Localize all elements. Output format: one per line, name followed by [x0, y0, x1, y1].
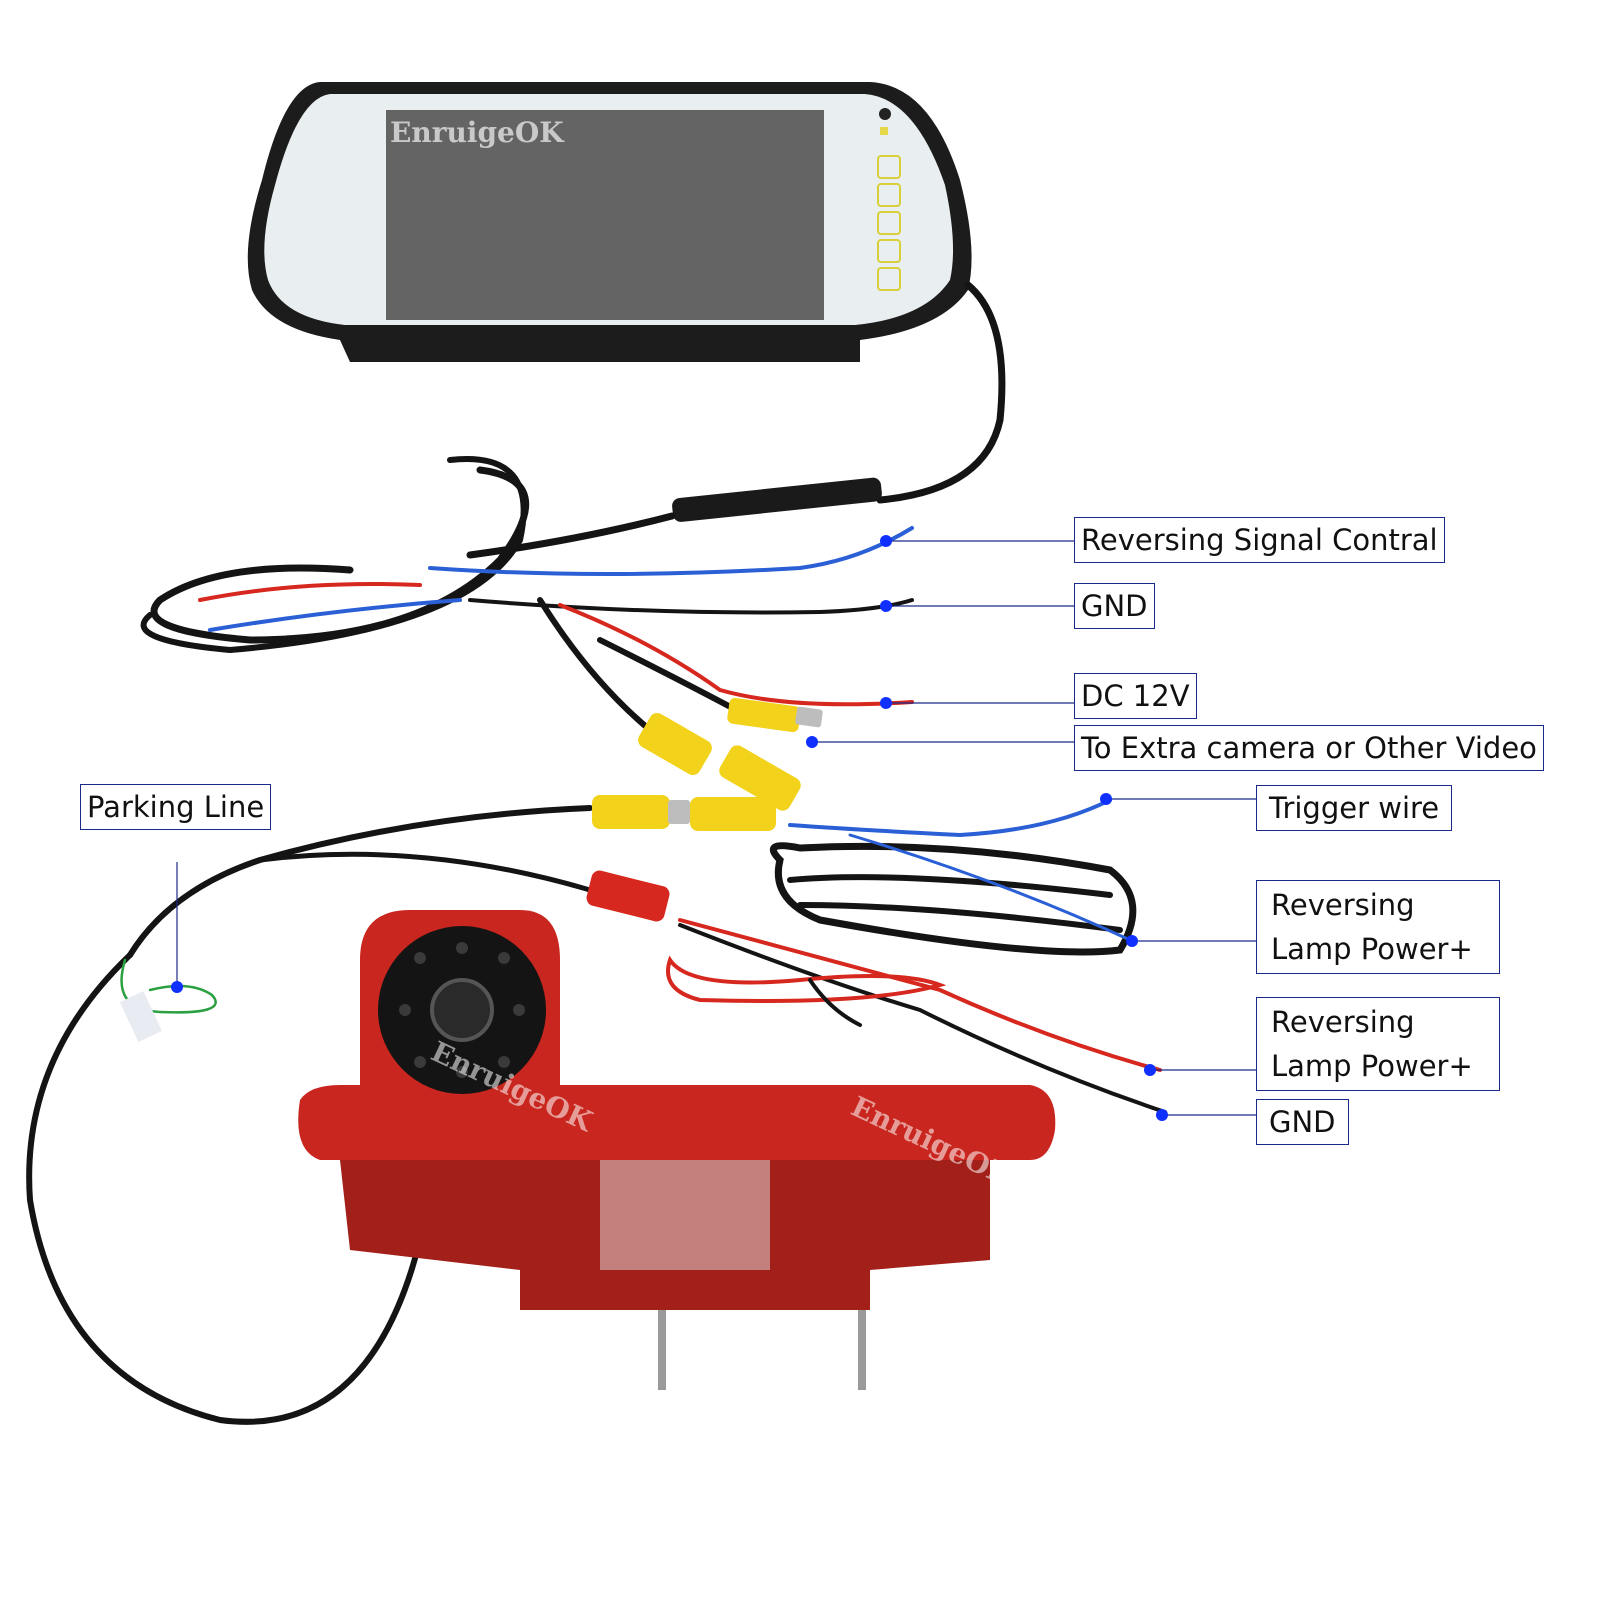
label-gnd-bottom: GND — [1256, 1099, 1349, 1145]
label-lamp-power-1: Reversing Lamp Power+ — [1256, 880, 1500, 974]
label-extra-video: To Extra camera or Other Video — [1074, 725, 1544, 771]
label-parking-line: Parking Line — [80, 784, 272, 830]
rca-connector-icon — [586, 697, 823, 922]
label-dc12v: DC 12V — [1074, 673, 1197, 719]
label-lamp-power-2: Reversing Lamp Power+ — [1256, 997, 1500, 1091]
watermark: EnruigeOK — [390, 116, 564, 149]
label-trigger-wire: Trigger wire — [1256, 785, 1453, 831]
monitor-icon — [247, 82, 972, 362]
label-gnd-top: GND — [1074, 583, 1155, 629]
label-reversing-signal: Reversing Signal Contral — [1074, 517, 1445, 563]
monitor-screen — [386, 110, 824, 320]
camera-brake-light-icon — [298, 910, 1056, 1390]
